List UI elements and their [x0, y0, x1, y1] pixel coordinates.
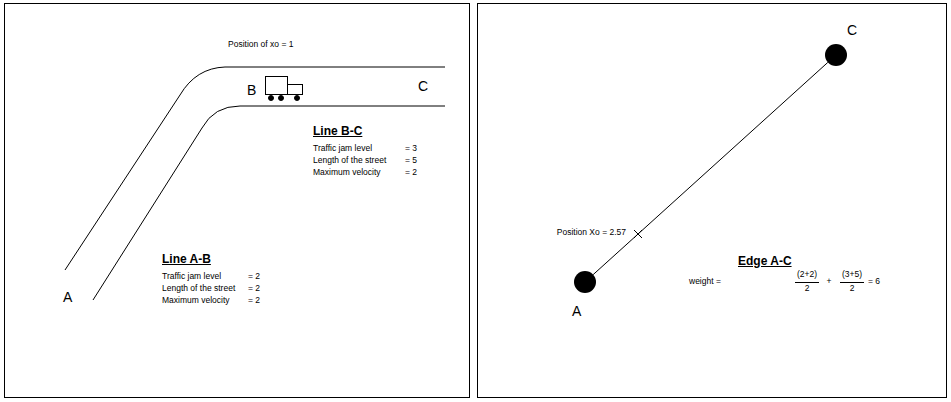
property-value: = 5: [405, 156, 417, 166]
vertex-dot: [574, 271, 596, 293]
graph-vertex: A: [574, 271, 596, 293]
graph-edge: [593, 62, 828, 274]
point-letter: C: [418, 78, 428, 94]
position-note: Position Xo = 2.57: [556, 228, 627, 238]
panel-frame: [5, 4, 470, 398]
fraction-bar: [840, 282, 864, 283]
property-name: Traffic jam level: [162, 272, 221, 282]
vertex-dot: [825, 44, 847, 66]
graph-vertex: C: [825, 44, 847, 66]
property-value: = 2: [405, 168, 417, 178]
formula-denominator: 2: [850, 284, 855, 294]
property-name: Maximum velocity: [162, 296, 230, 306]
road-edge: [65, 67, 445, 270]
property-value: = 3: [405, 144, 417, 154]
formula-numerator: (3+5): [842, 270, 862, 280]
road-edge: [93, 106, 445, 300]
point-letter: B: [247, 82, 256, 98]
property-name: Length of the street: [162, 284, 235, 294]
property-value: = 2: [248, 296, 260, 306]
formula-operator: +: [827, 277, 832, 287]
property-name: Length of the street: [313, 156, 386, 166]
formula-text: = 6: [868, 277, 880, 287]
vertex-label: C: [847, 22, 857, 38]
formula-denominator: 2: [805, 284, 810, 294]
section-heading: Line B-C: [313, 125, 362, 139]
formula-numerator: (2+2): [797, 270, 817, 280]
truck-icon: [266, 77, 303, 101]
property-name: Maximum velocity: [313, 168, 381, 178]
fraction-bar: [795, 282, 819, 283]
section-heading: Line A-B: [162, 253, 211, 267]
property-value: = 2: [248, 284, 260, 294]
panel-frame: [478, 4, 947, 398]
vertex-label: A: [572, 303, 581, 319]
property-name: Traffic jam level: [313, 144, 372, 154]
property-value: = 2: [248, 272, 260, 282]
edge-heading: Edge A-C: [738, 255, 792, 269]
position-note: Position of xo = 1: [228, 40, 293, 50]
formula-text: weight =: [689, 277, 721, 287]
point-letter: A: [63, 289, 72, 305]
